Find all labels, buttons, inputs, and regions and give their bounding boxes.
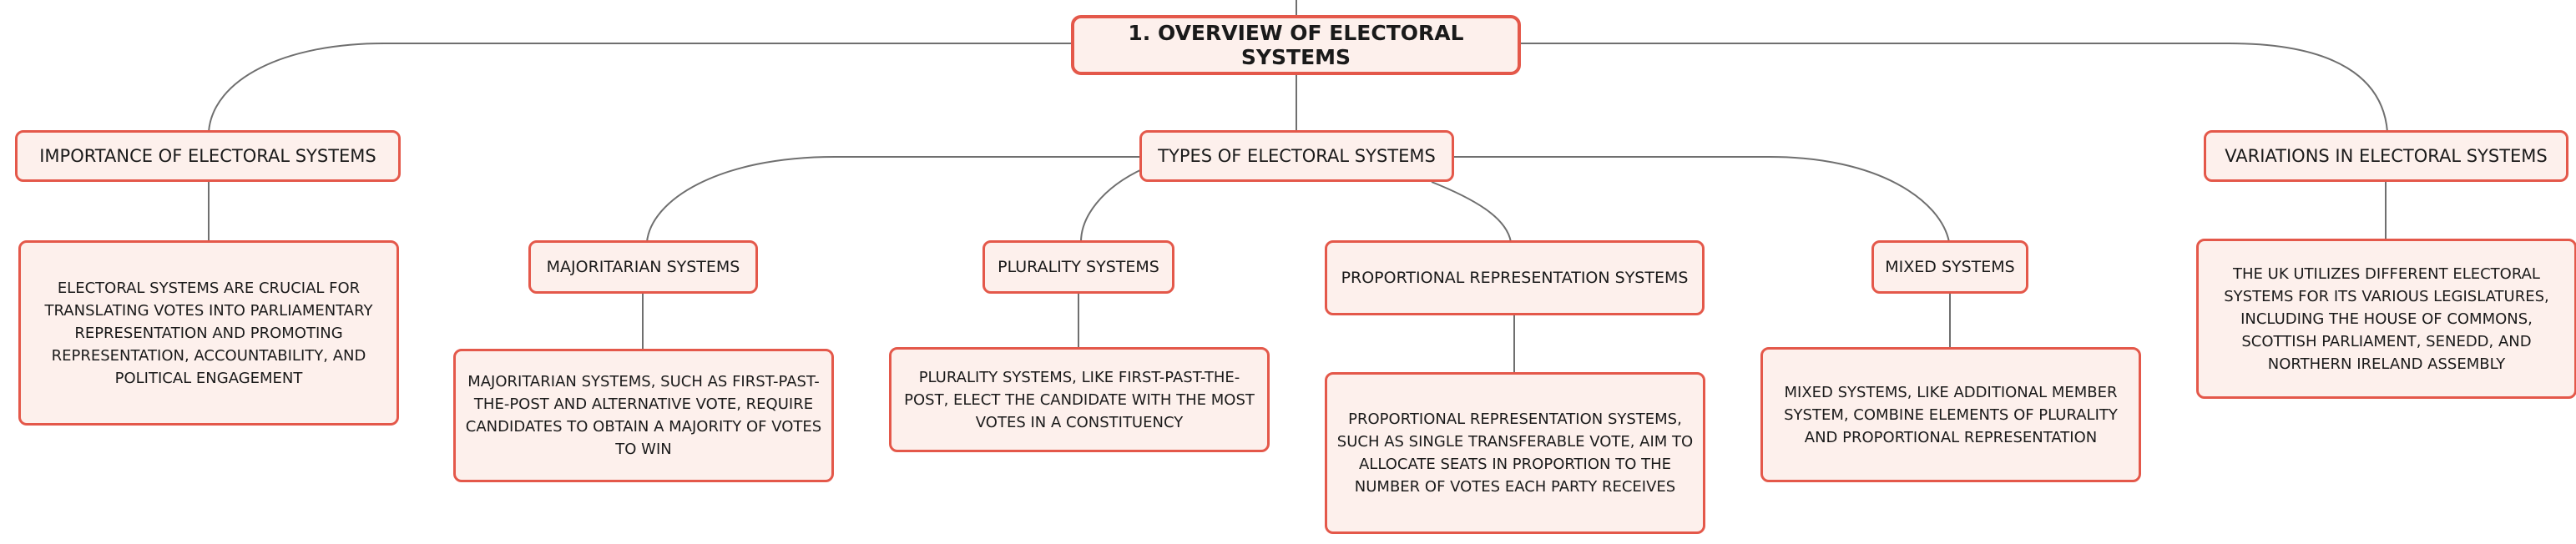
topic-variations[interactable]: VARIATIONS IN ELECTORAL SYSTEMS (2204, 130, 2568, 182)
detail-mixed-text: MIXED SYSTEMS, LIKE ADDITIONAL MEMBER SY… (1784, 383, 2118, 446)
connector-types-proportional (1431, 181, 1512, 243)
topic-variations-label: VARIATIONS IN ELECTORAL SYSTEMS (2225, 146, 2548, 166)
topic-types-label: TYPES OF ELECTORAL SYSTEMS (1158, 146, 1436, 166)
topic-importance-label: IMPORTANCE OF ELECTORAL SYSTEMS (39, 146, 376, 166)
detail-majoritarian[interactable]: MAJORITARIAN SYSTEMS, SUCH AS FIRST-PAST… (453, 349, 834, 482)
subtopic-majoritarian[interactable]: MAJORITARIAN SYSTEMS (528, 240, 758, 294)
connector-root-importance (208, 43, 1071, 133)
subtopic-mixed[interactable]: MIXED SYSTEMS (1871, 240, 2028, 294)
topic-importance[interactable]: IMPORTANCE OF ELECTORAL SYSTEMS (15, 130, 401, 182)
detail-plurality[interactable]: PLURALITY SYSTEMS, LIKE FIRST-PAST-THE-P… (889, 347, 1270, 452)
subtopic-majoritarian-label: MAJORITARIAN SYSTEMS (546, 258, 740, 276)
subtopic-plurality-label: PLURALITY SYSTEMS (998, 258, 1159, 276)
subtopic-proportional-label: PROPORTIONAL REPRESENTATION SYSTEMS (1341, 269, 1689, 287)
detail-majoritarian-text: MAJORITARIAN SYSTEMS, SUCH AS FIRST-PAST… (465, 373, 822, 458)
topic-types[interactable]: TYPES OF ELECTORAL SYSTEMS (1139, 130, 1454, 182)
connector-types-majoritarian (646, 156, 1139, 243)
subtopic-mixed-label: MIXED SYSTEMS (1885, 258, 2015, 276)
connector-types-plurality (1080, 168, 1144, 243)
subtopic-plurality[interactable]: PLURALITY SYSTEMS (982, 240, 1174, 294)
root-topic[interactable]: 1. OVERVIEW OF ELECTORAL SYSTEMS (1071, 15, 1521, 75)
detail-variations[interactable]: THE UK UTILIZES DIFFERENT ELECTORAL SYST… (2196, 239, 2576, 399)
detail-importance-text: ELECTORAL SYSTEMS ARE CRUCIAL FOR TRANSL… (44, 279, 373, 387)
connector-types-mixed (1454, 156, 1950, 243)
detail-plurality-text: PLURALITY SYSTEMS, LIKE FIRST-PAST-THE-P… (904, 368, 1255, 431)
detail-variations-text: THE UK UTILIZES DIFFERENT ELECTORAL SYST… (2224, 264, 2549, 373)
connector-root-variations (1521, 43, 2388, 133)
detail-proportional[interactable]: PROPORTIONAL REPRESENTATION SYSTEMS, SUC… (1325, 372, 1705, 534)
detail-proportional-text: PROPORTIONAL REPRESENTATION SYSTEMS, SUC… (1336, 411, 1694, 496)
root-topic-label: 1. OVERVIEW OF ELECTORAL SYSTEMS (1128, 21, 1464, 69)
subtopic-proportional[interactable]: PROPORTIONAL REPRESENTATION SYSTEMS (1325, 240, 1705, 315)
detail-importance[interactable]: ELECTORAL SYSTEMS ARE CRUCIAL FOR TRANSL… (18, 240, 399, 426)
detail-mixed[interactable]: MIXED SYSTEMS, LIKE ADDITIONAL MEMBER SY… (1760, 347, 2141, 482)
